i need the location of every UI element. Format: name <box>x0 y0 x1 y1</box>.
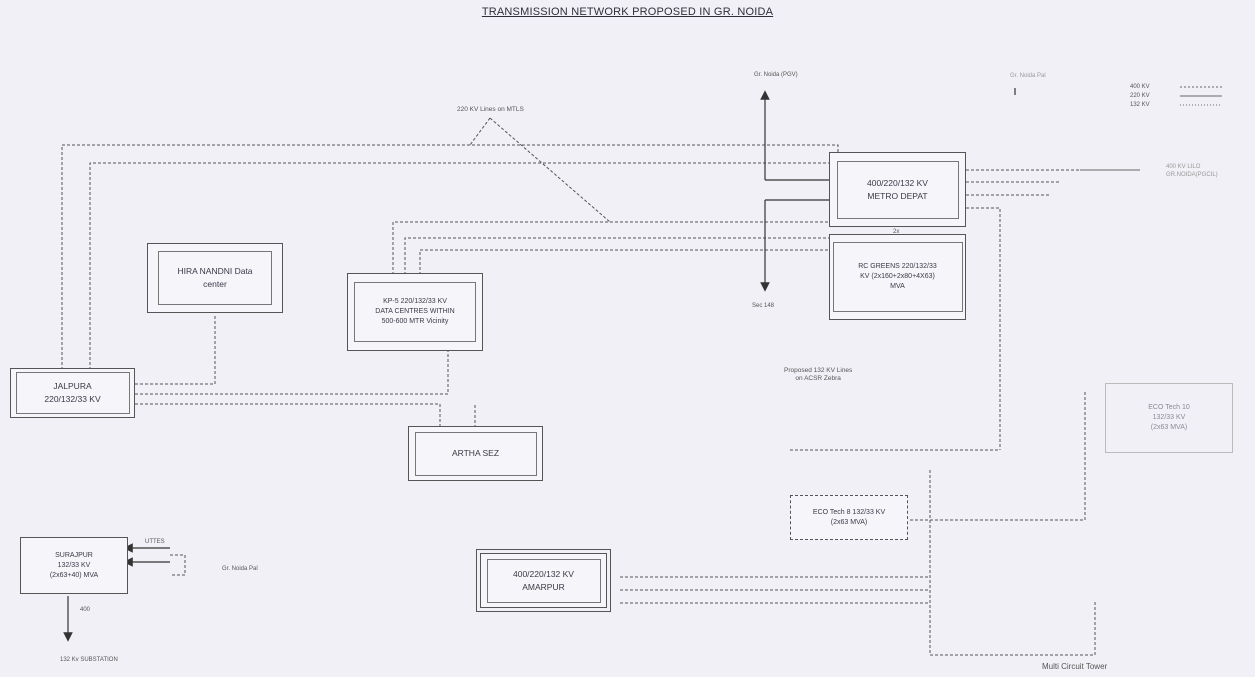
node-surajpur-label: SURAJPUR 132/33 KV (2x63+40) MVA <box>49 551 99 579</box>
label-metro-note: 2x <box>893 229 900 235</box>
node-ecotech10[interactable]: ECO Tech 10 132/33 KV (2x63 MVA) <box>1105 383 1233 453</box>
line-multi-circuit <box>929 470 1095 656</box>
node-artha-sez[interactable]: ARTHA SEZ <box>408 426 543 481</box>
line-surajpur-pal <box>170 554 186 576</box>
line-jalpura-hira <box>135 315 216 385</box>
label-top-right-gr: Gr. Noida Pal <box>1010 73 1046 79</box>
node-hira-nandni[interactable]: HIRA NANDNI Data center <box>147 243 283 313</box>
node-artha-label: ARTHA SEZ <box>451 448 500 458</box>
node-jalpura-label: JALPURA 220/132/33 KV <box>44 381 101 404</box>
label-metro-right: 400 KV LILO GR.NOIDA(PGCIL) <box>1166 164 1218 178</box>
node-ecotech8[interactable]: ECO Tech 8 132/33 KV (2x63 MVA) <box>790 495 908 540</box>
legend-item-132: 132 KV <box>1130 102 1150 108</box>
label-gr-noida-pgv: Gr. Noida (PGV) <box>754 72 798 78</box>
line-jalpura-artha <box>135 403 441 428</box>
node-amarpur[interactable]: 400/220/132 KV AMARPUR <box>476 549 611 612</box>
node-metro-depat[interactable]: 400/220/132 KV METRO DEPAT <box>829 152 966 227</box>
label-sec-148: Sec 148 <box>752 303 775 309</box>
node-kp5[interactable]: KP-5 220/132/33 KV DATA CENTRES WITHIN 5… <box>347 273 483 351</box>
diagram-title: TRANSMISSION NETWORK PROPOSED IN GR. NOI… <box>481 6 774 18</box>
node-rc-greens[interactable]: RC GREENS 220/132/33 KV (2x160+2x80+4X63… <box>829 234 966 320</box>
label-multi-circuit: Multi Circuit Tower <box>1042 662 1108 671</box>
line-jalpura-metro-2 <box>89 162 836 370</box>
bus-metro <box>765 179 838 201</box>
node-ecotech8-label: ECO Tech 8 132/33 KV (2x63 MVA) <box>812 508 886 526</box>
node-kp5-label: KP-5 220/132/33 KV DATA CENTRES WITHIN 5… <box>375 298 455 325</box>
legend-item-400: 400 KV <box>1130 84 1150 90</box>
line-ecotech10-down <box>908 392 1086 521</box>
label-220kv-mtls: 220 KV Lines on MTLS <box>457 106 524 113</box>
label-surajpur-bottom: 132 Kv SUBSTATION <box>60 657 118 663</box>
label-400-surajpur: 400 <box>80 607 91 613</box>
node-metro-label: 400/220/132 KV METRO DEPAT <box>867 177 928 201</box>
line-kp5-metro-2 <box>404 237 840 275</box>
line-jalpura-kp5 <box>135 350 449 395</box>
node-hira-label: HIRA NANDNI Data center <box>177 266 253 289</box>
label-gr-noida-pal: Gr. Noida Pal <box>222 566 258 572</box>
label-proposed-132: Proposed 132 KV Lines on ACSR Zebra <box>784 367 853 382</box>
line-kp5-metro-1 <box>392 221 840 275</box>
label-pointer-1 <box>469 117 491 146</box>
label-pointer-2 <box>489 117 611 223</box>
node-rc-greens-label: RC GREENS 220/132/33 KV (2x160+2x80+4X63… <box>858 263 937 290</box>
label-uttes: UTTES <box>145 539 165 545</box>
line-jalpura-metro-1 <box>61 144 839 370</box>
line-metro-right-4 <box>966 207 1001 450</box>
node-jalpura[interactable]: JALPURA 220/132/33 KV <box>10 368 135 418</box>
node-ecotech10-label: ECO Tech 10 132/33 KV (2x63 MVA) <box>1148 404 1190 431</box>
line-kp5-metro-3 <box>419 249 836 275</box>
node-surajpur[interactable]: SURAJPUR 132/33 KV (2x63+40) MVA <box>20 537 128 594</box>
legend-item-220: 220 KV <box>1130 93 1150 99</box>
node-amarpur-label: 400/220/132 KV AMARPUR <box>513 568 574 592</box>
